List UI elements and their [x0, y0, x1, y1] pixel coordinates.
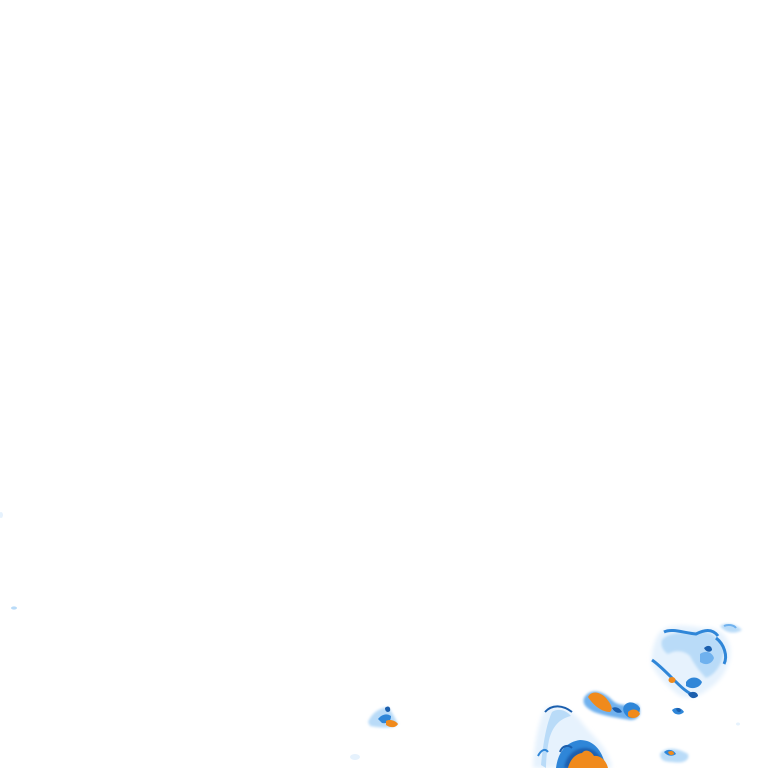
precip-cell-bottom-left — [533, 705, 612, 768]
precip-cell-bottom-middle — [583, 691, 640, 720]
left-edge-specks — [0, 512, 17, 610]
precip-cell-right — [651, 623, 742, 763]
precip-cell-center — [350, 706, 398, 760]
